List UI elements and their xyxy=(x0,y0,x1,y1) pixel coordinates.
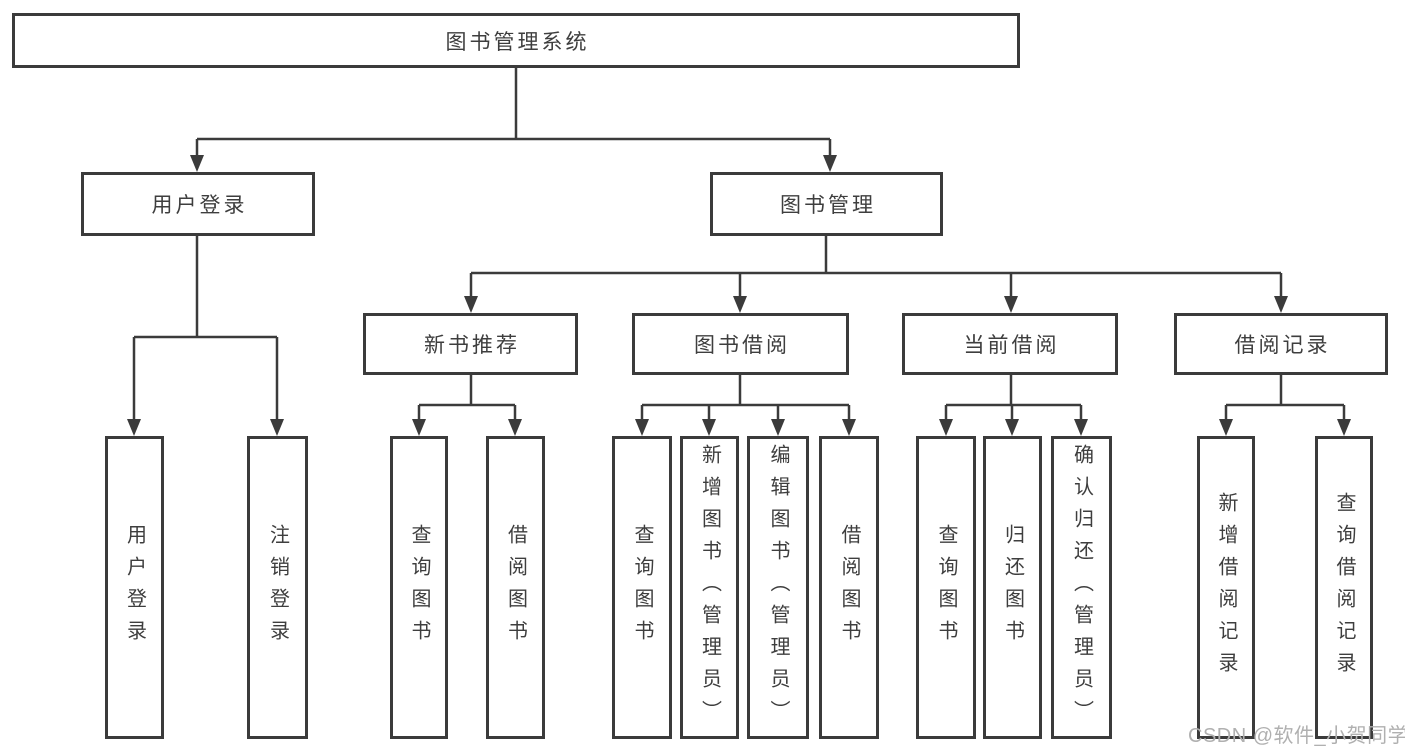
leaf-query-borrow-record: 查询借阅记录 xyxy=(1315,436,1373,739)
leaf-query-borrow-record-label: 查询借阅记录 xyxy=(1333,491,1355,684)
node-current-borrow: 当前借阅 xyxy=(902,313,1118,375)
leaf-borrow-book-recommend: 借阅图书 xyxy=(486,436,545,739)
leaf-query-book-recommend: 查询图书 xyxy=(390,436,448,739)
leaf-confirm-return-admin-label: 确认归还（管理员） xyxy=(1070,443,1093,732)
leaf-query-book-borrow: 查询图书 xyxy=(612,436,672,739)
node-book-management: 图书管理 xyxy=(710,172,943,236)
leaf-query-book-recommend-label: 查询图书 xyxy=(408,523,430,652)
leaf-query-book-current: 查询图书 xyxy=(916,436,976,739)
leaf-logout-label: 注销登录 xyxy=(266,523,289,652)
csdn-watermark: CSDN @软件_小贺同学 xyxy=(1188,725,1405,747)
node-borrow-record-label: 借阅记录 xyxy=(1234,334,1331,357)
node-borrow-record: 借阅记录 xyxy=(1174,313,1388,375)
node-book-borrow-label: 图书借阅 xyxy=(694,334,790,357)
leaf-user-login: 用户登录 xyxy=(105,436,164,739)
leaf-query-book-borrow-label: 查询图书 xyxy=(631,523,653,652)
node-new-book-recommend-label: 新书推荐 xyxy=(424,334,520,357)
leaf-return-book: 归还图书 xyxy=(983,436,1042,739)
leaf-query-book-current-label: 查询图书 xyxy=(935,523,957,652)
node-root: 图书管理系统 xyxy=(12,13,1020,68)
leaf-user-login-label: 用户登录 xyxy=(123,523,146,652)
leaf-edit-book-admin-label: 编辑图书（管理员） xyxy=(767,443,789,732)
leaf-borrow-book: 借阅图书 xyxy=(819,436,879,739)
node-root-label: 图书管理系统 xyxy=(445,30,590,54)
leaf-add-borrow-record-label: 新增借阅记录 xyxy=(1215,491,1237,684)
leaf-borrow-book-label: 借阅图书 xyxy=(838,523,860,652)
leaf-confirm-return-admin: 确认归还（管理员） xyxy=(1051,436,1112,739)
node-user-login-label: 用户登录 xyxy=(151,194,248,217)
node-user-login: 用户登录 xyxy=(81,172,315,236)
leaf-add-book-admin-label: 新增图书（管理员） xyxy=(698,443,721,732)
node-book-borrow: 图书借阅 xyxy=(632,313,849,375)
leaf-return-book-label: 归还图书 xyxy=(1001,523,1024,652)
node-new-book-recommend: 新书推荐 xyxy=(363,313,578,375)
node-book-management-label: 图书管理 xyxy=(780,194,876,217)
leaf-add-borrow-record: 新增借阅记录 xyxy=(1197,436,1255,739)
leaf-logout: 注销登录 xyxy=(247,436,308,739)
leaf-borrow-book-recommend-label: 借阅图书 xyxy=(504,523,527,652)
node-current-borrow-label: 当前借阅 xyxy=(963,334,1060,357)
leaf-edit-book-admin: 编辑图书（管理员） xyxy=(747,436,809,739)
leaf-add-book-admin: 新增图书（管理员） xyxy=(680,436,739,739)
